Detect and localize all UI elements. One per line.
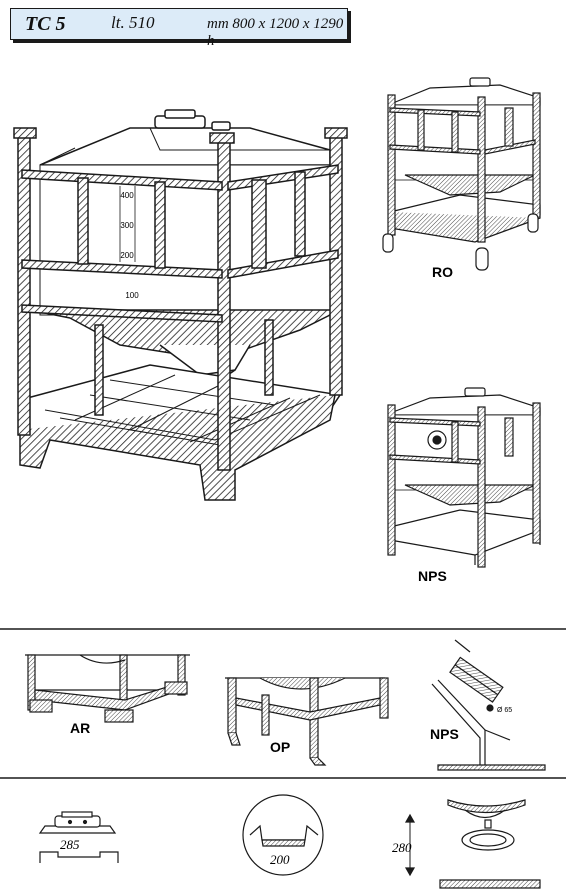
op-label: OP xyxy=(270,739,290,755)
nps-diameter-label: Ø 65 xyxy=(497,707,512,714)
ar-label: AR xyxy=(70,720,90,736)
scale-mark: 100 xyxy=(125,291,139,300)
nps-detail-label: NPS xyxy=(430,726,459,742)
nps-variant-label: NPS xyxy=(418,568,447,584)
dimensions-label: mm 800 x 1200 x 1290 h xyxy=(207,16,344,49)
height-dimension: 280 xyxy=(392,840,412,855)
title-bar: TC 5 lt. 510 mm 800 x 1200 x 1290 h xyxy=(10,8,348,49)
nps-variant-drawing xyxy=(387,387,541,568)
outlet-dimension: 200 xyxy=(270,852,290,867)
lid-dimension: 285 xyxy=(60,837,80,852)
main-container-drawing xyxy=(13,109,348,501)
height-detail-drawing xyxy=(404,799,541,889)
nps-detail-drawing xyxy=(431,639,546,771)
ro-variant-drawing xyxy=(382,77,541,271)
model-label: TC 5 xyxy=(25,13,66,35)
scale-mark: 200 xyxy=(120,251,134,260)
scale-mark: 400 xyxy=(120,191,134,200)
capacity-label: lt. 510 xyxy=(111,13,155,32)
ro-label: RO xyxy=(432,264,453,280)
lid-detail-drawing xyxy=(38,811,119,863)
ar-detail-drawing xyxy=(25,654,190,723)
op-detail-drawing xyxy=(225,677,389,766)
outlet-detail-drawing xyxy=(242,794,324,876)
scale-mark: 300 xyxy=(120,221,134,230)
